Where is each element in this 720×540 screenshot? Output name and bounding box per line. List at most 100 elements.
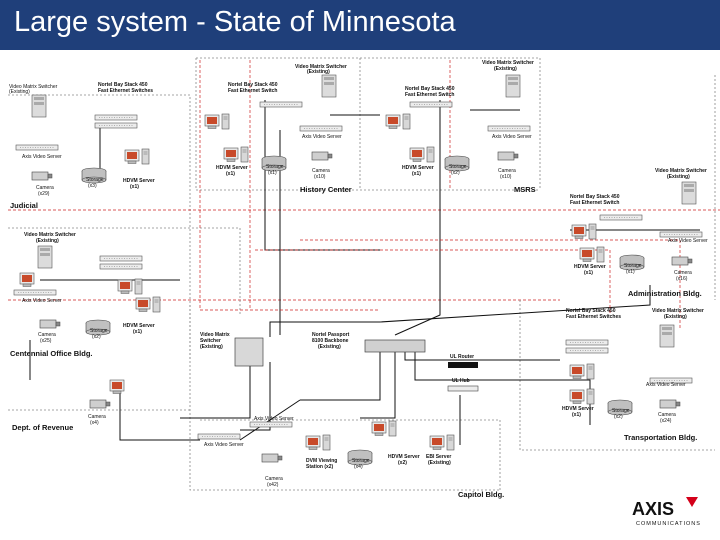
server-tower-icon — [446, 434, 455, 451]
logo-wordmark: AXIS — [632, 499, 674, 519]
monitor-icon — [109, 379, 125, 394]
monitor-icon — [569, 389, 585, 404]
monitor-icon — [124, 149, 140, 164]
svg-text:(x10): (x10) — [500, 174, 512, 180]
svg-text:Fast Ethernet Switch: Fast Ethernet Switch — [228, 88, 277, 94]
logo-triangle-icon — [686, 497, 698, 507]
svg-text:(x2): (x2) — [398, 460, 407, 466]
slide-title: Large system - State of Minnesota — [14, 6, 456, 38]
site-label-history-center: History Center — [300, 185, 352, 194]
svg-text:Fast Ethernet Switch: Fast Ethernet Switch — [405, 92, 454, 98]
svg-text:Axis Video Server: Axis Video Server — [646, 382, 686, 388]
nortel-stack-label: Nortel Bay Stack 450 — [566, 308, 616, 314]
server-tower-icon — [426, 146, 435, 163]
administration-area: Video Matrix Switcher (Existing) Nortel … — [570, 168, 708, 298]
hdvm-server-label: HDVM Server — [402, 165, 434, 171]
server-tower-icon — [152, 296, 161, 313]
axis-video-server — [487, 125, 531, 132]
svg-text:Storage: Storage — [352, 458, 370, 464]
video-matrix-switcher — [31, 94, 47, 118]
hdvm-server-label: HDVM Server — [216, 165, 248, 171]
camera-icon — [659, 399, 681, 409]
server-tower-icon — [388, 420, 397, 437]
svg-text:(Existing): (Existing) — [318, 344, 341, 350]
ethernet-switch — [409, 101, 453, 108]
transportation-area: Nortel Bay Stack 450 Fast Ethernet Switc… — [562, 308, 704, 442]
svg-text:(x24): (x24) — [660, 418, 672, 424]
hdvm-server-label: HDVM Server — [123, 178, 155, 184]
svg-text:(x2): (x2) — [92, 334, 101, 340]
server-tower-icon — [586, 388, 595, 405]
dvm-station-label: DVM Viewing — [306, 458, 337, 464]
svg-text:Camera: Camera — [498, 168, 516, 174]
network-diagram: Video Matrix Switcher (Existing) Nortel … — [8, 57, 720, 499]
nortel-stack-label: Nortel Bay Stack 450 — [228, 82, 278, 88]
server-tower-icon — [322, 434, 331, 451]
svg-text:Axis Video Server: Axis Video Server — [204, 442, 244, 448]
ul-router-label: UL Router — [450, 354, 474, 360]
dashed-links — [199, 60, 681, 330]
svg-text:(x25): (x25) — [40, 338, 52, 344]
ethernet-switch — [565, 339, 609, 346]
svg-text:(x1): (x1) — [572, 412, 581, 418]
svg-text:(Existing): (Existing) — [494, 66, 517, 72]
svg-text:(x2): (x2) — [614, 414, 623, 420]
monitor-icon — [223, 147, 239, 162]
video-matrix-switcher — [37, 245, 53, 269]
revenue-area: Camera (x4) Dept. of Revenue — [12, 379, 125, 432]
site-label-msrs: MSRS — [514, 185, 536, 194]
history-center-area: Video Matrix Switcher (Existing) Nortel … — [204, 64, 352, 194]
server-tower-icon — [586, 363, 595, 380]
centennial-area: Video Matrix Switcher (Existing) Axis Vi… — [10, 232, 161, 358]
svg-text:(Existing): (Existing) — [307, 69, 330, 75]
nortel-stack-label: Nortel Bay Stack 450 — [405, 86, 455, 92]
monitor-icon — [579, 247, 595, 262]
svg-text:Storage: Storage — [612, 408, 630, 414]
server-tower-icon — [588, 223, 597, 240]
axis-video-server-label: Axis Video Server — [22, 154, 62, 160]
region-borders — [8, 57, 720, 491]
vms-existing-label: Video Matrix Switcher — [482, 60, 534, 66]
svg-text:(x1): (x1) — [268, 170, 277, 176]
svg-text:Axis Video Server: Axis Video Server — [302, 134, 342, 140]
svg-text:(x4): (x4) — [90, 420, 99, 426]
ethernet-switch — [99, 263, 143, 270]
server-tower-icon — [240, 146, 249, 163]
svg-text:Axis Video Server: Axis Video Server — [22, 298, 62, 304]
camera-icon — [671, 256, 693, 266]
monitor-icon — [371, 421, 387, 436]
site-label-revenue: Dept. of Revenue — [12, 423, 73, 432]
svg-text:Storage: Storage — [449, 164, 467, 170]
svg-text:Storage: Storage — [90, 328, 108, 334]
svg-text:(x42): (x42) — [267, 482, 279, 488]
camera-icon — [31, 171, 53, 181]
router-icon — [448, 362, 478, 368]
svg-text:Station (x2): Station (x2) — [306, 464, 334, 470]
server-tower-icon — [141, 148, 150, 165]
camera-icon — [89, 399, 111, 409]
svg-text:(Existing): (Existing) — [200, 344, 223, 350]
axis-video-server — [197, 433, 241, 440]
svg-text:Fast Ethernet Switch: Fast Ethernet Switch — [570, 200, 619, 206]
vms-existing-top-label: Video Matrix Switcher — [295, 64, 347, 70]
svg-text:Fast Ethernet Switches: Fast Ethernet Switches — [566, 314, 621, 320]
svg-text:(Existing): (Existing) — [428, 460, 451, 466]
svg-text:8100 Backbone: 8100 Backbone — [312, 338, 349, 344]
monitor-icon — [204, 114, 220, 129]
server-tower-icon — [221, 113, 230, 130]
logo-subtitle: COMMUNICATIONS — [636, 521, 701, 527]
server-tower-icon — [402, 113, 411, 130]
svg-text:Storage: Storage — [266, 164, 284, 170]
svg-text:Camera: Camera — [265, 476, 283, 482]
svg-text:(x2): (x2) — [451, 170, 460, 176]
site-label-transportation: Transportation Bldg. — [624, 433, 697, 442]
vms-existing-judicial-low-label: Video Matrix Switcher — [24, 232, 76, 238]
svg-text:Axis Video Server: Axis Video Server — [492, 134, 532, 140]
backbone-switch — [364, 339, 426, 353]
site-label-administration: Administration Bldg. — [628, 289, 702, 298]
hdvm-server-label: HDVM Server — [123, 323, 155, 329]
svg-text:(x3): (x3) — [88, 183, 97, 189]
svg-text:(Existing): (Existing) — [667, 174, 690, 180]
ethernet-switch — [99, 255, 143, 262]
video-matrix-switcher — [659, 324, 675, 348]
